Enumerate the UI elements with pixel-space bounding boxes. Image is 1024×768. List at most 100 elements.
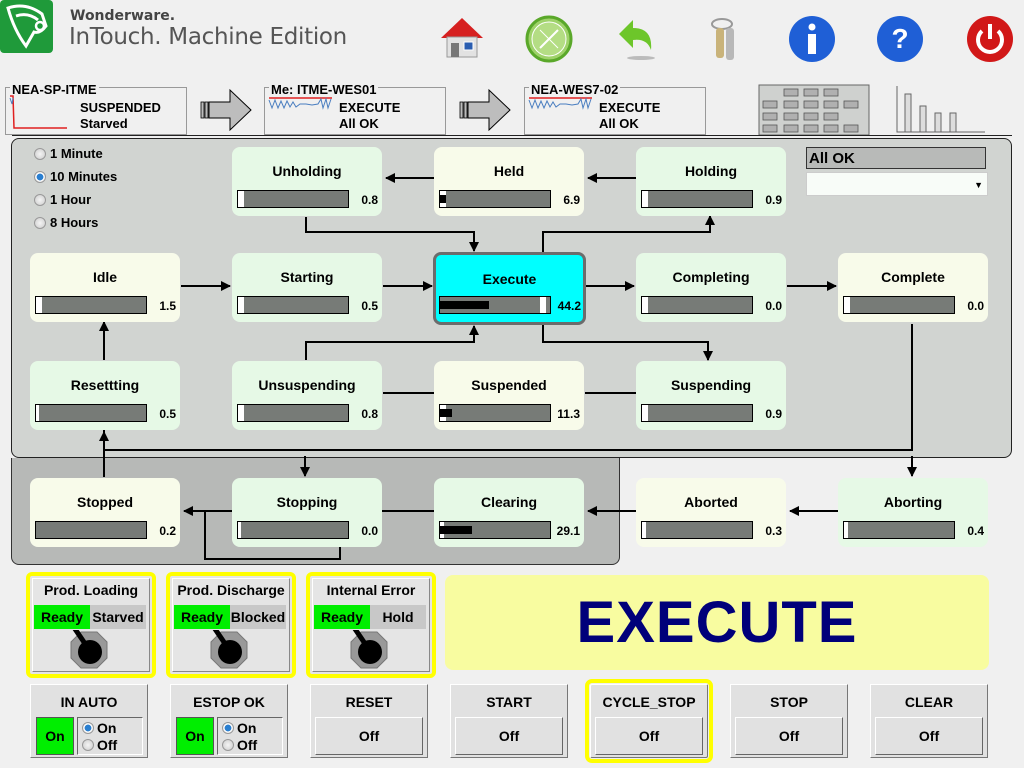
- status-dropdown[interactable]: ▼: [806, 172, 988, 196]
- state-unsuspending[interactable]: Unsuspending 0.8: [232, 361, 382, 430]
- state-completing[interactable]: Completing 0.0: [636, 253, 786, 322]
- state-starting[interactable]: Starting 0.5: [232, 253, 382, 322]
- condition-prod-discharge[interactable]: Prod. Discharge Ready Blocked: [166, 572, 296, 678]
- flow-arrow-icon: [459, 88, 511, 132]
- home-icon: [441, 18, 483, 58]
- control-title: STOP: [770, 694, 808, 710]
- state-time-bar: [237, 521, 349, 539]
- state-time-value: 6.9: [563, 193, 580, 207]
- condition-alt-label: Blocked: [230, 605, 286, 629]
- state-time-value: 0.4: [967, 524, 984, 538]
- radio-on[interactable]: On: [82, 720, 116, 736]
- condition-ready-label: Ready: [314, 605, 370, 629]
- state-execute[interactable]: Execute 44.2: [433, 252, 586, 325]
- state-suspending[interactable]: Suspending 0.9: [636, 361, 786, 430]
- state-time-value: 0.8: [361, 193, 378, 207]
- unit-current[interactable]: Me: ITME-WES01 EXECUTE All OK: [264, 82, 446, 135]
- state-time-bar: [237, 296, 349, 314]
- current-state-banner: EXECUTE: [445, 575, 989, 670]
- condition-internal-error[interactable]: Internal Error Ready Hold: [306, 572, 436, 678]
- cycle-stop-button[interactable]: Off: [595, 717, 703, 755]
- radio-label: On: [97, 720, 117, 736]
- radio-button-selected[interactable]: [222, 722, 234, 734]
- back-button[interactable]: [611, 14, 661, 64]
- on-off-radio-group[interactable]: On Off: [77, 717, 143, 755]
- radio-button[interactable]: [34, 193, 46, 206]
- radio-button-selected[interactable]: [82, 722, 94, 734]
- in-auto-control: IN AUTO On On Off: [30, 684, 148, 758]
- state-label: Suspending: [670, 377, 752, 393]
- state-label: Completing: [672, 269, 750, 285]
- control-title: IN AUTO: [60, 694, 118, 710]
- state-aborted[interactable]: Aborted 0.3: [636, 478, 786, 547]
- time-range-1-hour[interactable]: 1 Hour: [34, 192, 91, 207]
- state-label: Aborting: [883, 494, 943, 510]
- state-clearing[interactable]: Clearing 29.1: [434, 478, 584, 547]
- selector-knob-icon[interactable]: [349, 630, 389, 670]
- state-idle[interactable]: Idle 1.5: [30, 253, 180, 322]
- bar-chart-view-icon[interactable]: [895, 84, 987, 134]
- state-aborting[interactable]: Aborting 0.4: [838, 478, 988, 547]
- state-time-value: 0.0: [361, 524, 378, 538]
- radio-button-selected[interactable]: [34, 170, 46, 183]
- clear-button[interactable]: Off: [875, 717, 983, 755]
- unit-state: EXECUTE: [339, 100, 401, 115]
- state-holding[interactable]: Holding 0.9: [636, 147, 786, 216]
- stop-button[interactable]: Off: [735, 717, 843, 755]
- on-off-radio-group[interactable]: On Off: [217, 717, 283, 755]
- reset-button[interactable]: Off: [315, 717, 423, 755]
- help-icon: ?: [877, 16, 923, 62]
- state-complete[interactable]: Complete 0.0: [838, 253, 988, 322]
- product-name: InTouch. Machine Edition: [69, 24, 347, 50]
- state-time-bar: [641, 521, 753, 539]
- info-button[interactable]: [787, 14, 837, 64]
- shutdown-button[interactable]: [965, 14, 1015, 64]
- home-button[interactable]: [437, 14, 487, 64]
- help-button[interactable]: ?: [875, 14, 925, 64]
- state-resetting[interactable]: Resettting 0.5: [30, 361, 180, 430]
- radio-button[interactable]: [222, 739, 234, 751]
- radio-button[interactable]: [82, 739, 94, 751]
- radio-button[interactable]: [34, 216, 46, 229]
- state-label: Clearing: [480, 494, 537, 510]
- radio-off[interactable]: Off: [82, 737, 117, 753]
- unit-condition: Starved: [80, 116, 128, 131]
- time-range-10-minutes[interactable]: 10 Minutes: [34, 169, 117, 184]
- radio-off[interactable]: Off: [222, 737, 257, 753]
- state-time-bar: [641, 190, 753, 208]
- selector-knob-icon[interactable]: [209, 630, 249, 670]
- unit-upstream[interactable]: NEA-SP-ITME SUSPENDED Starved: [5, 82, 187, 135]
- navigate-button[interactable]: [524, 14, 574, 64]
- state-suspended[interactable]: Suspended 11.3: [434, 361, 584, 430]
- condition-prod-loading[interactable]: Prod. Loading Ready Starved: [26, 572, 156, 678]
- trend-sparkline: [268, 97, 332, 110]
- time-range-8-hours[interactable]: 8 Hours: [34, 215, 98, 230]
- security-button[interactable]: [700, 14, 750, 64]
- unit-title: Me: ITME-WES01: [269, 82, 379, 97]
- selector-knob-icon[interactable]: [69, 630, 109, 670]
- trend-sparkline: [528, 97, 592, 110]
- cycle-stop-control: CYCLE_STOP Off: [585, 679, 713, 763]
- state-unholding[interactable]: Unholding 0.8: [232, 147, 382, 216]
- state-time-value: 44.2: [557, 299, 581, 313]
- start-button[interactable]: Off: [455, 717, 563, 755]
- state-stopping[interactable]: Stopping 0.0: [232, 478, 382, 547]
- time-range-1-minute[interactable]: 1 Minute: [34, 146, 103, 161]
- estop-ok-control: ESTOP OK On On Off: [170, 684, 288, 758]
- state-held[interactable]: Held 6.9: [434, 147, 584, 216]
- state-label: Suspended: [471, 377, 547, 393]
- radio-button[interactable]: [34, 147, 46, 160]
- unit-downstream[interactable]: NEA-WES7-02 EXECUTE All OK: [524, 82, 706, 135]
- start-control: START Off: [450, 684, 568, 758]
- state-label: Execute: [482, 271, 537, 287]
- state-time-bar: [35, 296, 147, 314]
- state-time-bar: [237, 404, 349, 422]
- state-model-overview-icon[interactable]: [758, 84, 870, 136]
- unit-title: NEA-WES7-02: [529, 82, 621, 97]
- state-label: Unsuspending: [258, 377, 356, 393]
- control-title: START: [486, 694, 532, 710]
- radio-on[interactable]: On: [222, 720, 256, 736]
- state-stopped[interactable]: Stopped 0.2: [30, 478, 180, 547]
- state-label: Holding: [684, 163, 738, 179]
- state-time-bar: [641, 404, 753, 422]
